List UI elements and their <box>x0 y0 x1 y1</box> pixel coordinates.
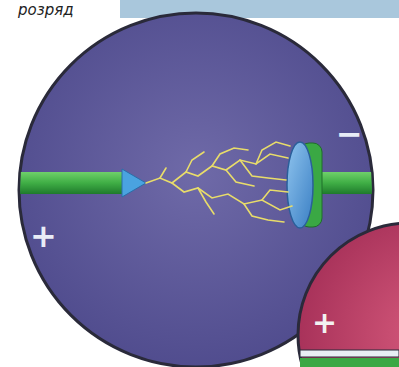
polarity-sign: − <box>336 118 363 150</box>
caption-word: розряд <box>18 3 74 18</box>
polarity-sign: + <box>30 220 57 252</box>
anode-tip <box>122 169 146 197</box>
anode-rod <box>0 172 124 194</box>
polarity-sign: + <box>312 308 337 338</box>
plate-base <box>300 358 399 367</box>
second-circle <box>298 223 399 367</box>
cathode-rod <box>318 172 399 194</box>
cathode-disk <box>287 142 313 228</box>
plate <box>300 350 399 357</box>
spark <box>146 142 292 222</box>
